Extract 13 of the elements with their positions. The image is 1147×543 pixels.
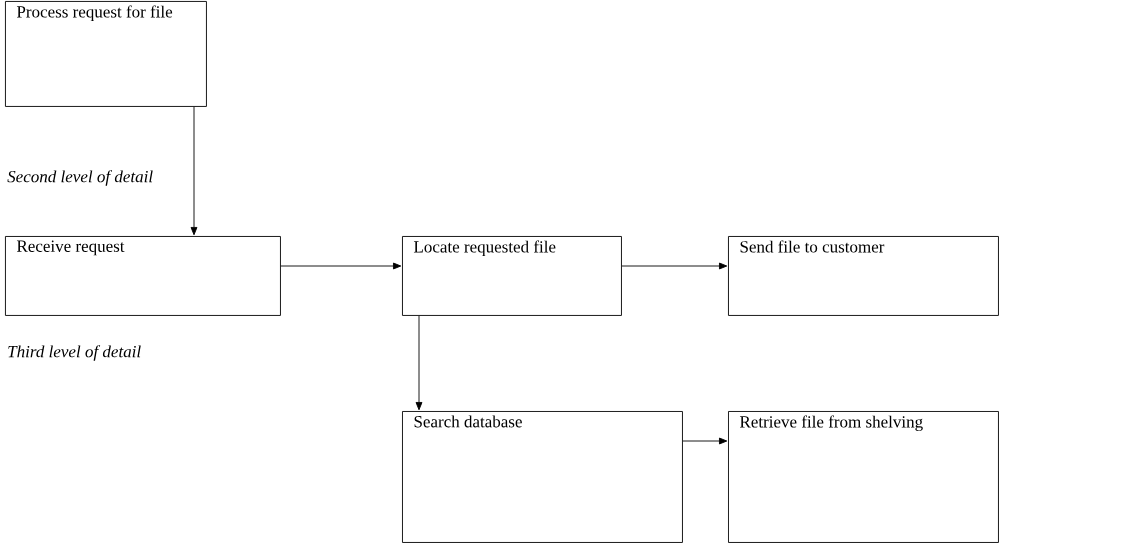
arrow — [190, 106, 198, 236]
process-box: Send file to customer — [728, 236, 999, 316]
process-box: Locate requested file — [402, 236, 622, 316]
process-box: Receive request — [5, 236, 281, 316]
arrow — [280, 262, 402, 270]
level-label: Second level of detail — [7, 170, 153, 186]
arrow — [621, 262, 728, 270]
process-box: Search database — [402, 411, 683, 543]
level-label: Third level of detail — [8, 345, 141, 361]
arrow — [682, 437, 728, 445]
process-box: Retrieve file from shelving — [728, 411, 999, 543]
arrow — [415, 315, 423, 411]
process-box: Process request for file — [5, 1, 207, 107]
